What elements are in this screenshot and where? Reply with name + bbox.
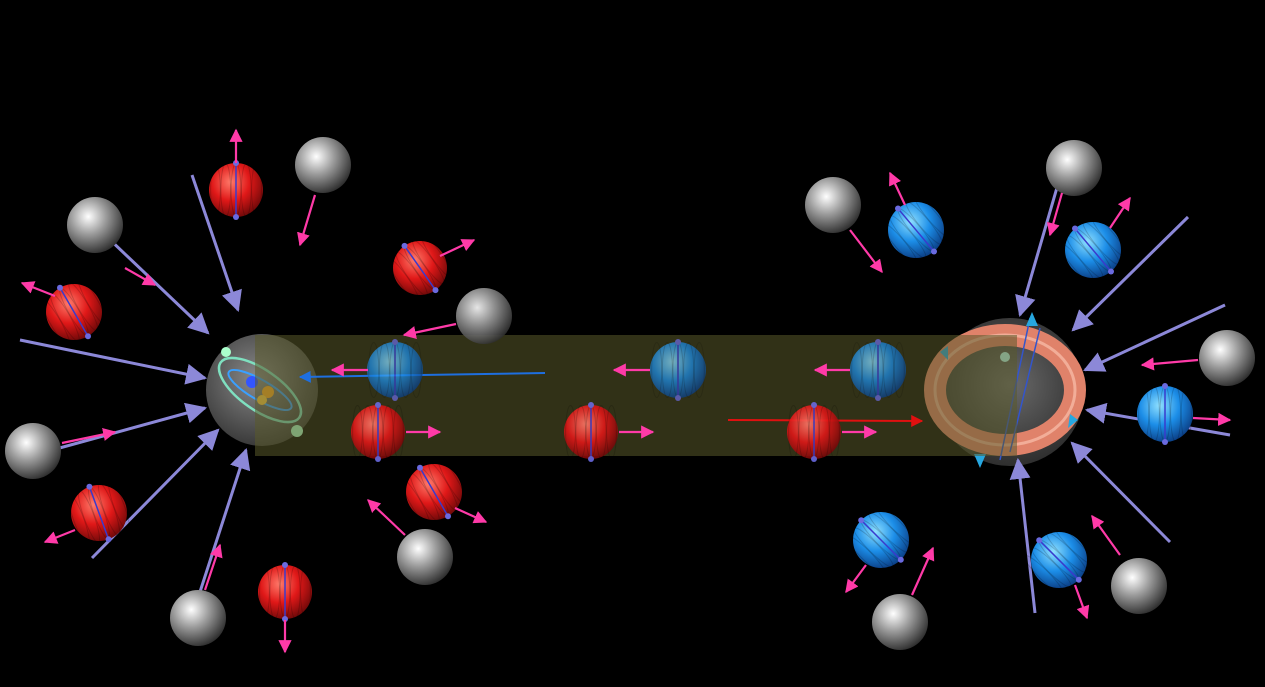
- blue-particle-icon: [845, 504, 917, 576]
- spin-arrow: [43, 528, 76, 544]
- spin-arrow: [1046, 192, 1064, 237]
- red-particle-icon: [258, 562, 312, 622]
- spin-arrow: [1109, 196, 1131, 229]
- red-particle-icon: [564, 402, 618, 462]
- inward-arrow: [196, 448, 251, 599]
- inward-arrow: [1009, 457, 1037, 614]
- spin-arrow: [1192, 412, 1232, 426]
- spin-arrow: [61, 427, 117, 445]
- spin-arrow: [910, 546, 935, 596]
- red-particle-icon: [387, 233, 453, 303]
- grey-particle-icon: [872, 594, 928, 650]
- grey-particle-icon: [397, 529, 453, 585]
- grey-particle-icon: [805, 177, 861, 233]
- inward-arrow: [1071, 215, 1190, 332]
- spin-arrow: [203, 543, 223, 591]
- spin-arrow: [20, 281, 56, 298]
- grey-particle-icon: [295, 137, 351, 193]
- inward-arrow: [44, 402, 208, 454]
- grey-particle-icon: [1046, 140, 1102, 196]
- spin-arrow: [124, 267, 157, 286]
- grey-particle-icon: [1111, 558, 1167, 614]
- inward-arrow: [103, 233, 210, 335]
- red-particle-icon: [400, 456, 468, 528]
- spin-arrow: [454, 506, 488, 524]
- blue-particle-icon: [1137, 383, 1193, 445]
- inward-arrow: [1070, 441, 1172, 544]
- red-particle-icon: [67, 479, 131, 547]
- red-particle-icon: [40, 276, 108, 348]
- inward-arrow: [19, 338, 208, 385]
- blue-particle-icon: [650, 339, 706, 401]
- red-particle-icon: [209, 160, 263, 220]
- blue-particle-icon: [1058, 214, 1128, 286]
- spin-arrow: [439, 239, 476, 257]
- red-particle-icon: [787, 402, 841, 462]
- blue-particle-icon: [850, 339, 906, 401]
- inward-arrow: [190, 174, 242, 312]
- spin-arrow: [367, 499, 406, 536]
- blue-particle-icon: [1023, 524, 1095, 596]
- particles-group: [5, 128, 1255, 654]
- grey-particle-icon: [456, 288, 512, 344]
- spin-arrow: [849, 229, 883, 274]
- spin-arrow: [889, 171, 906, 206]
- grey-particle-icon: [1199, 330, 1255, 386]
- blue-particle-icon: [881, 194, 951, 266]
- red-particle-icon: [351, 402, 405, 462]
- inward-arrows-group: [19, 159, 1231, 614]
- spin-arrow: [1091, 514, 1121, 556]
- grey-particle-icon: [5, 423, 61, 479]
- spin-arrow: [402, 322, 457, 339]
- spin-arrow: [1073, 584, 1090, 620]
- grey-particle-icon: [170, 590, 226, 646]
- spin-arrow: [297, 194, 317, 247]
- spin-arrow: [1140, 357, 1199, 371]
- spin-arrow: [845, 564, 867, 594]
- grey-particle-icon: [67, 197, 123, 253]
- blue-particle-icon: [367, 339, 423, 401]
- inward-arrow: [1083, 303, 1226, 372]
